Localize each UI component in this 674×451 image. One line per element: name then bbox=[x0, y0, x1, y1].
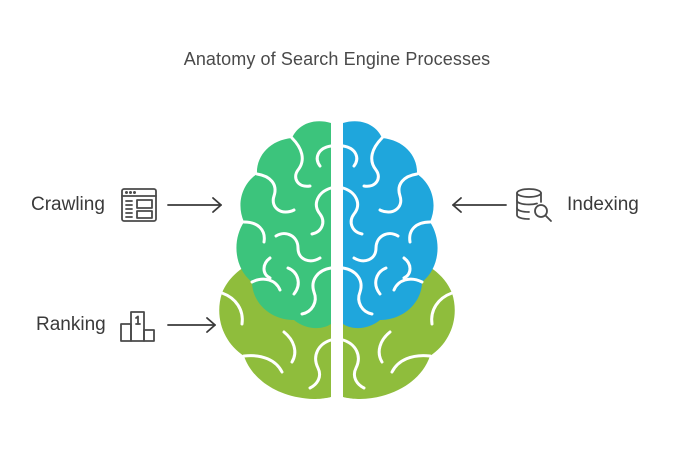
database-search-icon bbox=[516, 188, 552, 222]
brain-illustration bbox=[219, 121, 455, 399]
podium-rank-icon bbox=[120, 311, 155, 342]
indexing-label: Indexing bbox=[567, 194, 639, 215]
indexing-arrow bbox=[452, 197, 507, 213]
web-page-scan-icon bbox=[121, 188, 157, 222]
crawling-label: Crawling bbox=[31, 194, 105, 215]
brain-left-hemisphere bbox=[236, 121, 331, 329]
diagram-title: Anatomy of Search Engine Processes bbox=[183, 49, 491, 69]
crawling-arrow bbox=[167, 197, 222, 213]
ranking-label: Ranking bbox=[36, 314, 106, 335]
ranking-arrow bbox=[167, 317, 216, 333]
brain-right-hemisphere bbox=[343, 121, 438, 329]
